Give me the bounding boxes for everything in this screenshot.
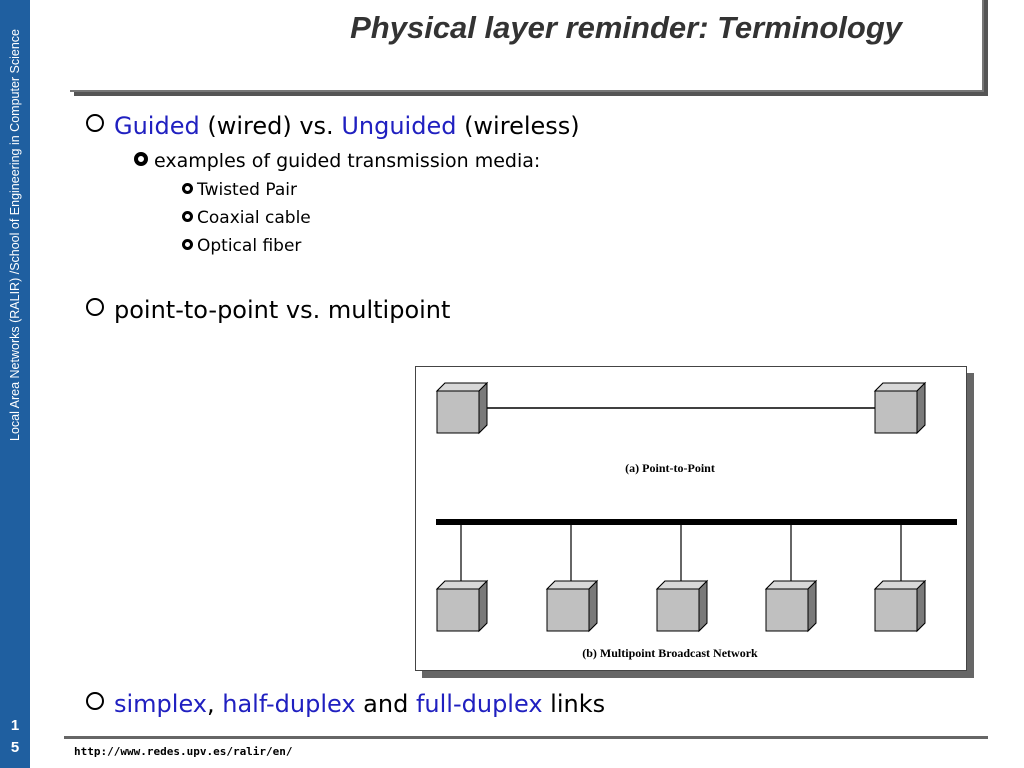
bullet-guided-unguided: Guided (wired) vs. Unguided (wireless) [86,111,580,141]
caption-point-to-point: (a) Point-to-Point [625,461,715,475]
computer-node-icon [765,580,817,632]
media-item: Optical fiber [182,235,301,257]
hollow-circle-bullet-icon [86,692,104,710]
ring-bullet-icon [182,211,193,222]
guided-term: Guided [114,112,200,140]
page-number-digit-1: 1 [10,717,20,734]
ring-bullet-icon [182,239,193,250]
footer-url: http://www.redes.upv.es/ralir/en/ [74,745,293,758]
media-item: Twisted Pair [182,179,297,201]
title-box: Physical layer reminder: Terminology [70,0,984,92]
computer-node-icon [436,382,488,434]
half-duplex-term: half-duplex [222,690,356,718]
ring-bullet-icon [134,152,148,166]
comma-text: , [207,690,223,718]
computer-node-icon [656,580,708,632]
hollow-circle-bullet-icon [86,114,104,132]
topology-figure: (a) Point-to-Point (b) Multipoint Broadc… [415,366,967,671]
hollow-circle-bullet-icon [86,298,104,316]
ring-bullet-icon [182,183,193,194]
sidebar-band: Local Area Networks (RALIR) /School of E… [0,0,30,768]
caption-multipoint: (b) Multipoint Broadcast Network [582,646,758,660]
examples-text: examples of guided transmission media: [154,150,541,172]
media-item: Coaxial cable [182,207,311,229]
bullet-point-multipoint: point-to-point vs. multipoint [86,295,450,325]
page-number-digit-2: 5 [10,739,20,756]
media-item-label: Coaxial cable [197,208,311,228]
topology-diagram: (a) Point-to-Point (b) Multipoint Broadc… [436,382,957,660]
wired-text: (wired) vs. [199,112,342,140]
and-text: and [355,690,416,718]
computer-node-icon [436,580,488,632]
simplex-term: simplex [114,690,207,718]
bullet-examples: examples of guided transmission media: [134,149,540,173]
media-item-label: Twisted Pair [197,180,297,200]
computer-node-icon [546,580,598,632]
full-duplex-term: full-duplex [415,690,543,718]
media-item-label: Optical fiber [197,236,302,256]
bullet-duplex: simplex, half-duplex and full-duplex lin… [86,689,605,719]
point-text: point-to-point vs. multipoint [114,296,451,324]
footer-divider [64,736,988,739]
links-text: links [542,690,606,718]
wireless-text: (wireless) [456,112,580,140]
slide-title: Physical layer reminder: Terminology [350,10,902,45]
computer-node-icon [874,382,926,434]
course-vertical-label: Local Area Networks (RALIR) /School of E… [8,28,22,442]
unguided-term: Unguided [341,112,457,140]
computer-node-icon [874,580,926,632]
